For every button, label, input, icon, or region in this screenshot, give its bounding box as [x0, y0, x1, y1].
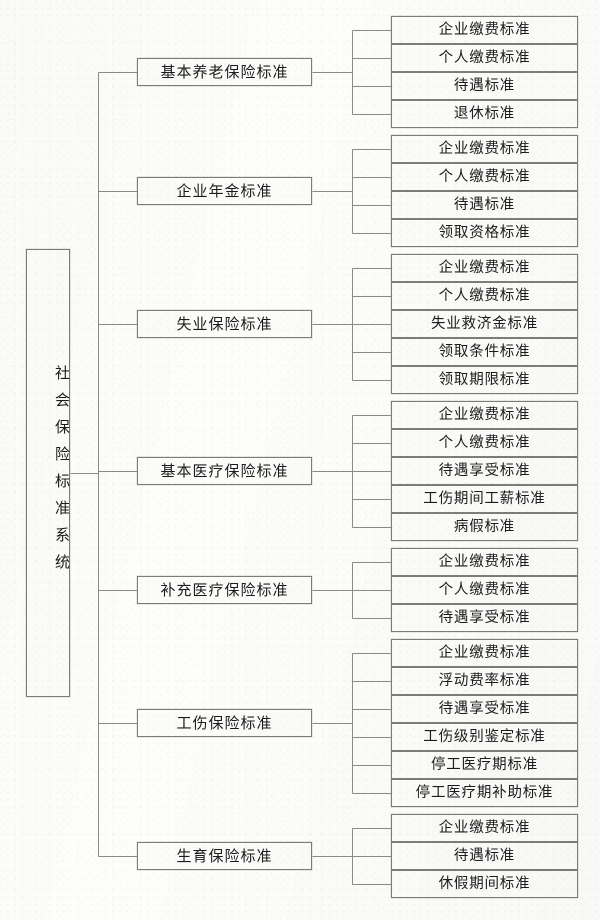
- leaf-node-5-3-label: 工伤级别鉴定标准: [423, 728, 546, 745]
- category-node-1-label: 企业年金标准: [176, 181, 273, 200]
- leaf-node-1-3[interactable]: 领取资格标准: [391, 219, 578, 247]
- root-node-label: 社会保险标准系统: [53, 365, 71, 581]
- category-node-3[interactable]: 基本医疗保险标准: [137, 457, 312, 485]
- leaf-node-5-2[interactable]: 待遇享受标准: [391, 695, 578, 723]
- category-node-2-label: 失业保险标准: [176, 314, 273, 333]
- leaf-node-3-2[interactable]: 待遇享受标准: [391, 457, 578, 485]
- leaf-node-1-1[interactable]: 个人缴费标准: [391, 163, 578, 191]
- leaf-node-2-4[interactable]: 领取期限标准: [391, 366, 578, 394]
- leaf-node-0-2-label: 待遇标准: [453, 77, 516, 94]
- leaf-node-5-0-label: 企业缴费标准: [438, 644, 531, 661]
- leaf-node-3-3-label: 工伤期间工薪标准: [423, 490, 546, 507]
- leaf-node-3-3[interactable]: 工伤期间工薪标准: [391, 485, 578, 513]
- leaf-node-3-4-label: 病假标准: [453, 518, 516, 535]
- leaf-node-6-2-label: 休假期间标准: [438, 875, 531, 892]
- leaf-node-5-3[interactable]: 工伤级别鉴定标准: [391, 723, 578, 751]
- leaf-node-0-0[interactable]: 企业缴费标准: [391, 16, 578, 44]
- leaf-node-1-0[interactable]: 企业缴费标准: [391, 135, 578, 163]
- leaf-node-2-0-label: 企业缴费标准: [438, 259, 531, 276]
- leaf-node-2-2[interactable]: 失业救济金标准: [391, 310, 578, 338]
- leaf-node-0-3-label: 退休标准: [453, 105, 516, 122]
- leaf-node-6-1[interactable]: 待遇标准: [391, 842, 578, 870]
- leaf-node-0-0-label: 企业缴费标准: [438, 21, 531, 38]
- leaf-node-5-0[interactable]: 企业缴费标准: [391, 639, 578, 667]
- leaf-node-0-1[interactable]: 个人缴费标准: [391, 44, 578, 72]
- leaf-node-3-0[interactable]: 企业缴费标准: [391, 401, 578, 429]
- leaf-node-2-1[interactable]: 个人缴费标准: [391, 282, 578, 310]
- leaf-node-2-0[interactable]: 企业缴费标准: [391, 254, 578, 282]
- leaf-node-6-0[interactable]: 企业缴费标准: [391, 814, 578, 842]
- leaf-node-2-2-label: 失业救济金标准: [430, 315, 539, 332]
- leaf-node-0-3[interactable]: 退休标准: [391, 100, 578, 128]
- leaf-node-3-0-label: 企业缴费标准: [438, 406, 531, 423]
- leaf-node-4-0-label: 企业缴费标准: [438, 553, 531, 570]
- leaf-node-2-1-label: 个人缴费标准: [438, 287, 531, 304]
- leaf-node-3-1[interactable]: 个人缴费标准: [391, 429, 578, 457]
- leaf-node-4-2-label: 待遇享受标准: [438, 609, 531, 626]
- leaf-node-1-3-label: 领取资格标准: [438, 224, 531, 241]
- leaf-node-5-5-label: 停工医疗期补助标准: [415, 784, 554, 801]
- leaf-node-5-4[interactable]: 停工医疗期标准: [391, 751, 578, 779]
- leaf-node-5-4-label: 停工医疗期标准: [430, 756, 539, 773]
- leaf-node-6-2[interactable]: 休假期间标准: [391, 870, 578, 898]
- leaf-node-3-2-label: 待遇享受标准: [438, 462, 531, 479]
- category-node-2[interactable]: 失业保险标准: [137, 310, 312, 338]
- leaf-node-2-3[interactable]: 领取条件标准: [391, 338, 578, 366]
- leaf-node-1-2[interactable]: 待遇标准: [391, 191, 578, 219]
- leaf-node-1-2-label: 待遇标准: [453, 196, 516, 213]
- leaf-node-1-0-label: 企业缴费标准: [438, 140, 531, 157]
- leaf-node-1-1-label: 个人缴费标准: [438, 168, 531, 185]
- leaf-node-4-2[interactable]: 待遇享受标准: [391, 604, 578, 632]
- category-node-0-label: 基本养老保险标准: [160, 62, 289, 81]
- leaf-node-3-4[interactable]: 病假标准: [391, 513, 578, 541]
- leaf-node-4-1-label: 个人缴费标准: [438, 581, 531, 598]
- leaf-node-2-4-label: 领取期限标准: [438, 371, 531, 388]
- category-node-4[interactable]: 补充医疗保险标准: [137, 576, 312, 604]
- leaf-node-6-0-label: 企业缴费标准: [438, 819, 531, 836]
- category-node-5-label: 工伤保险标准: [176, 713, 273, 732]
- root-node[interactable]: 社会保险标准系统: [26, 249, 71, 697]
- leaf-node-5-1[interactable]: 浮动费率标准: [391, 667, 578, 695]
- leaf-node-0-1-label: 个人缴费标准: [438, 49, 531, 66]
- leaf-node-4-0[interactable]: 企业缴费标准: [391, 548, 578, 576]
- category-node-1[interactable]: 企业年金标准: [137, 177, 312, 205]
- leaf-node-6-1-label: 待遇标准: [453, 847, 516, 864]
- category-node-6[interactable]: 生育保险标准: [137, 842, 312, 870]
- leaf-node-3-1-label: 个人缴费标准: [438, 434, 531, 451]
- leaf-node-2-3-label: 领取条件标准: [438, 343, 531, 360]
- leaf-node-5-1-label: 浮动费率标准: [438, 672, 531, 689]
- leaf-node-4-1[interactable]: 个人缴费标准: [391, 576, 578, 604]
- category-node-5[interactable]: 工伤保险标准: [137, 709, 312, 737]
- leaf-node-5-2-label: 待遇享受标准: [438, 700, 531, 717]
- category-node-3-label: 基本医疗保险标准: [160, 461, 289, 480]
- category-node-4-label: 补充医疗保险标准: [160, 580, 289, 599]
- leaf-node-5-5[interactable]: 停工医疗期补助标准: [391, 779, 578, 807]
- category-node-0[interactable]: 基本养老保险标准: [137, 58, 312, 86]
- category-node-6-label: 生育保险标准: [176, 846, 273, 865]
- leaf-node-0-2[interactable]: 待遇标准: [391, 72, 578, 100]
